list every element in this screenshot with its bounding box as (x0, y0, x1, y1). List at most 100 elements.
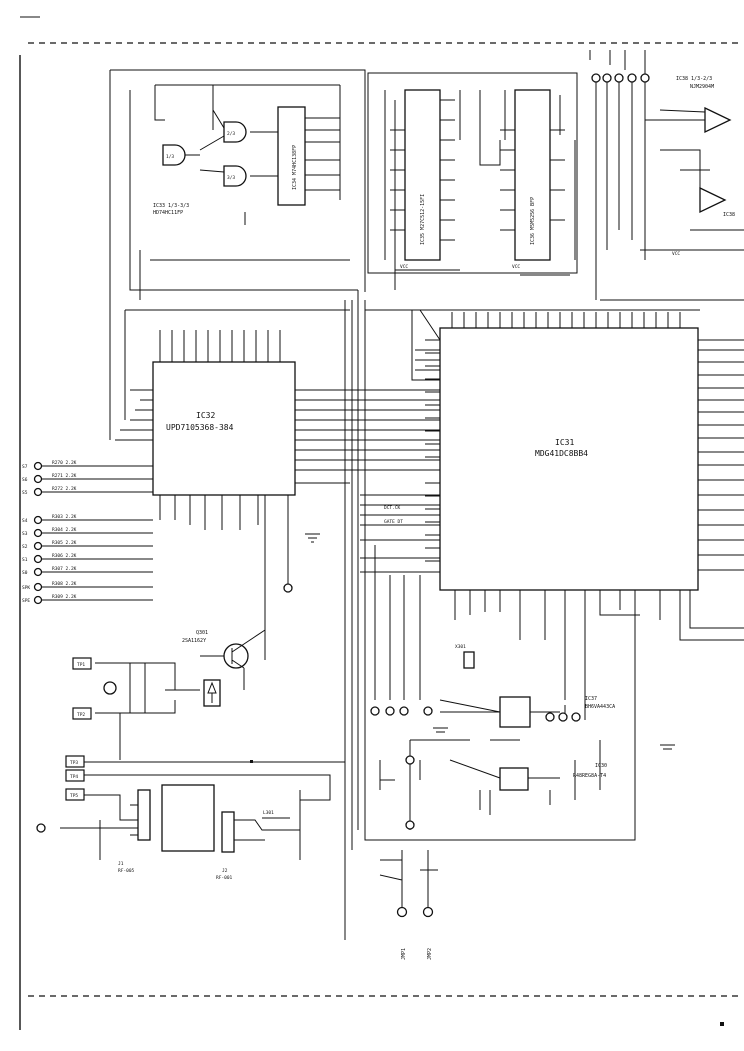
resistor-label: R270 2.2K (52, 460, 77, 466)
jmp1-port (396, 906, 408, 918)
ic31-chip (439, 327, 699, 591)
port-label-s2: S2 (22, 544, 28, 550)
ic30-chip (499, 767, 529, 791)
port-circle-s7 (33, 461, 43, 471)
ic36-label: IC36 M5M5256 BFP (530, 197, 536, 245)
ic34-chip (277, 106, 306, 206)
opamp-2 (699, 186, 727, 214)
dctck-label: DCT.CK (384, 505, 401, 511)
resistor-label: R305 2.2K (52, 540, 77, 546)
gate-label: GATE DT (384, 519, 403, 525)
opamp-1 (704, 106, 732, 134)
j1-ref: J1 (118, 861, 124, 867)
ic38-part: NJM2904M (690, 84, 714, 90)
vcc-label-1: VCC (400, 264, 408, 270)
ic31-part: MDG41DC8BB4 (535, 449, 588, 458)
ic35-rom (404, 89, 441, 261)
resistor-label: R304 2.2K (52, 527, 77, 533)
j2-connector (221, 811, 235, 853)
j2-ref: J2 (222, 868, 228, 874)
left-ports: S7 R270 2.2K S6 R271 2.2K S5 R272 2.2K S4 R303 … (22, 460, 153, 605)
resistor-label: R308 2.2K (52, 581, 77, 587)
tp3-label: TP3 (70, 760, 78, 766)
port-circle-spe (33, 595, 43, 605)
gnd-terminal (36, 823, 46, 833)
port-circle (591, 73, 601, 83)
port-circle-s0 (33, 567, 43, 577)
and-gate-3 (223, 165, 247, 187)
ic34-label: IC34 M74HC138FP (292, 145, 298, 190)
port-label-spk: SPK (22, 585, 30, 591)
l301-label: L301 (263, 810, 274, 816)
j1-part: RF-005 (118, 868, 135, 874)
port-label-spe: SPE (22, 598, 30, 604)
ic33-gates: 1/3 2/3 3/3 IC33 1/3-3/3 HD74HC11FP (153, 121, 247, 216)
jmp2-port (422, 906, 434, 918)
port-label-s1: S1 (22, 557, 28, 563)
port-label-s6: S6 (22, 477, 28, 483)
port-circle-s5 (33, 487, 43, 497)
gate-1-label: 1/3 (166, 154, 174, 160)
port-circle-s1 (33, 554, 43, 564)
node-a (370, 706, 380, 716)
tp2-label: TP2 (77, 712, 85, 718)
ic37-chip (499, 696, 531, 728)
ic30-part: R48REG8A-T4 (573, 773, 606, 779)
port-label-s4: S4 (22, 518, 28, 524)
port-circle-s3 (33, 528, 43, 538)
ic32-part: UPD7105368-384 (166, 423, 234, 432)
port-circle-s4 (33, 515, 43, 525)
q301-transistor (223, 643, 249, 669)
ic36-ram (514, 89, 551, 261)
memory-frame (367, 72, 578, 274)
tp1-tag (72, 657, 92, 670)
resistor-label: R271 2.2K (52, 473, 77, 479)
ic38-ref: IC38 1/3-2/3 (676, 76, 712, 82)
port-circle-spk (33, 582, 43, 592)
relay-box (161, 784, 215, 852)
ic37-ref: IC37 (585, 696, 597, 702)
resistor-label: R303 2.2K (52, 514, 77, 520)
ic30-ref: IC30 (595, 763, 607, 769)
ic31-ref: IC31 (555, 438, 574, 447)
ic32-ref: IC32 (196, 411, 215, 420)
q301-ref: Q301 (196, 630, 208, 636)
x301-label: X301 (455, 644, 466, 650)
tp4-label: TP4 (70, 774, 78, 780)
and-gate-2 (223, 121, 247, 143)
port-label-s0: S0 (22, 570, 28, 576)
jmp1-label: JMP1 (401, 948, 407, 960)
port-label-s5: S5 (22, 490, 28, 496)
crystal (463, 651, 475, 669)
mic-icon (103, 681, 117, 695)
ic32-chip (152, 361, 296, 496)
resistor-label: R307 2.2K (52, 566, 77, 572)
gate-3-label: 3/3 (227, 175, 235, 181)
tp1-label: TP1 (77, 662, 85, 668)
tp5-label: TP5 (70, 793, 78, 799)
j2-part: RF-001 (216, 875, 233, 881)
and-gate-1 (162, 144, 186, 166)
vcc-label-3: VCC (672, 251, 680, 257)
port-circle-s2 (33, 541, 43, 551)
resistor-label: R272 2.2K (52, 486, 77, 492)
ic35-label: IC35 M27C512-15FI (420, 194, 426, 245)
port-circle-s6 (33, 474, 43, 484)
jmp2-label: JMP2 (427, 948, 433, 960)
resistor-label: R309 2.2K (52, 594, 77, 600)
ic33-ref: IC33 1/3-3/3 (153, 203, 189, 209)
j1-connector (137, 789, 151, 841)
ic37-part: BH6VA443CA (585, 704, 615, 710)
q301-part: 2SA1162Y (182, 638, 206, 644)
port-label-s3: S3 (22, 531, 28, 537)
port-label-s7: S7 (22, 464, 28, 470)
vcc-label-2: VCC (512, 264, 520, 270)
tp2-tag (72, 707, 92, 720)
gnd-point (283, 583, 293, 593)
ic33-part: HD74HC11FP (153, 210, 183, 216)
resistor-label: R306 2.2K (52, 553, 77, 559)
ic31-pins (425, 312, 681, 562)
opamp-label: IC38 (723, 212, 735, 218)
gate-2-label: 2/3 (227, 131, 235, 137)
